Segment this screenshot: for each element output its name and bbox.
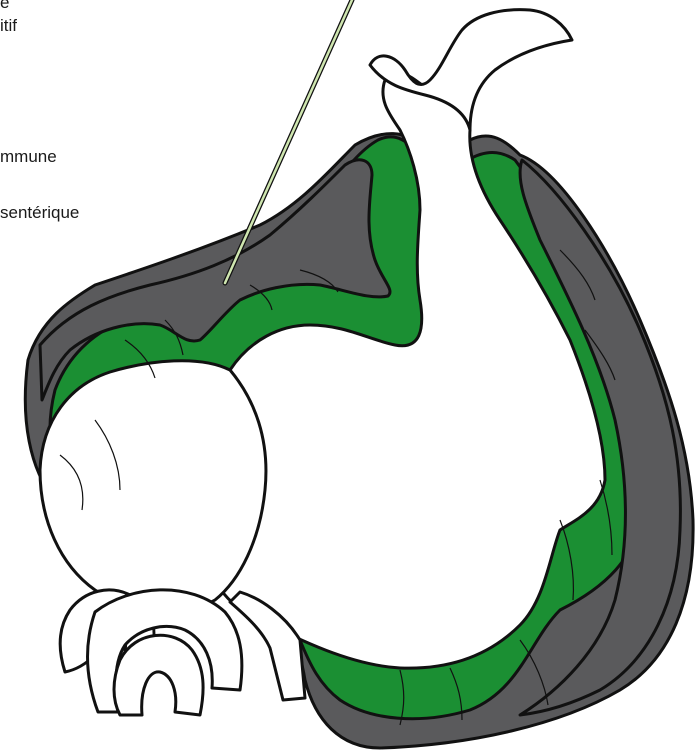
- loop-inner: [114, 635, 203, 715]
- bulb: [40, 361, 266, 613]
